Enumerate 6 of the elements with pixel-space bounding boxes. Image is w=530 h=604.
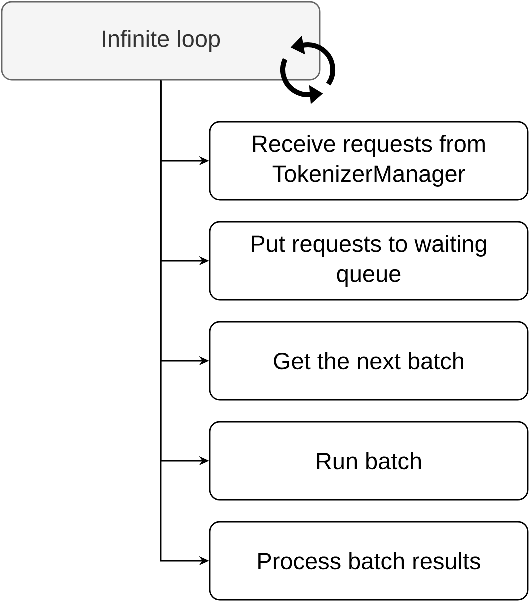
loop-box: Infinite loop [1, 1, 321, 81]
process-box: Get the next batch [209, 321, 529, 401]
process-box: Put requests to waiting queue [209, 221, 529, 301]
process-box: Run batch [209, 421, 529, 501]
process-box: Receive requests from TokenizerManager [209, 121, 529, 201]
process-box: Process batch results [209, 521, 529, 601]
